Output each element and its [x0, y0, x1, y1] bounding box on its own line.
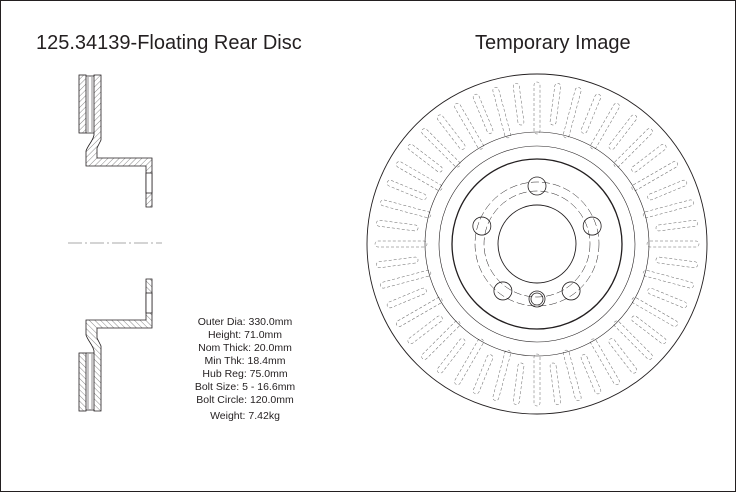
- section-upper-half: [78, 74, 153, 208]
- vane-slot: [421, 320, 461, 360]
- vane-slot: [533, 353, 541, 407]
- vane-slot: [562, 87, 582, 139]
- vane-slot: [472, 354, 494, 395]
- outer-edge: [366, 73, 708, 415]
- vane-slot: [396, 297, 443, 327]
- hat-section: [85, 74, 153, 208]
- vane-slot: [655, 256, 698, 269]
- friction-inner-ring: [424, 131, 650, 357]
- center-bore: [497, 204, 577, 284]
- vane-slot: [436, 338, 466, 374]
- vane-slot: [386, 287, 427, 309]
- spec-outer-dia: Outer Dia: 330.0mm: [197, 316, 293, 328]
- hat-ring: [438, 145, 636, 343]
- locating-pin-hole-inner: [530, 292, 544, 306]
- bolt-hole: [561, 281, 581, 301]
- vane-slot: [580, 354, 602, 395]
- vane-slot: [386, 179, 427, 201]
- vane-slot: [492, 87, 512, 139]
- vane-slot: [631, 315, 667, 345]
- vane-slot: [642, 199, 694, 219]
- vane-slot: [631, 161, 678, 191]
- vane-slot: [608, 338, 638, 374]
- vane-slot: [549, 83, 562, 126]
- vane-slot: [533, 81, 541, 135]
- vane-slot: [642, 269, 694, 289]
- image-title: Temporary Image: [475, 32, 631, 54]
- vane-slot: [380, 199, 432, 219]
- spec-height: Height: 71.0mm: [207, 329, 283, 341]
- vane-slot: [472, 93, 494, 134]
- vane-slot: [646, 240, 700, 248]
- vane-slot: [580, 93, 602, 134]
- vane-slot: [562, 349, 582, 401]
- locating-pin-hole-outer: [528, 290, 546, 308]
- vane-slot: [421, 128, 461, 168]
- vane-slot: [608, 114, 638, 150]
- vane-slot: [376, 219, 419, 232]
- sheet-border: [0, 0, 736, 492]
- spec-list: Outer Dia: 330.0mm Height: 71.0mm Nom Th…: [175, 316, 315, 423]
- bolt-hole: [527, 176, 547, 196]
- vane-slot: [647, 287, 688, 309]
- vane-slot: [512, 362, 525, 405]
- vane-slot: [549, 362, 562, 405]
- vane-slot: [590, 338, 620, 385]
- vane-slot: [590, 103, 620, 150]
- vane-slot: [454, 338, 484, 385]
- bolt-circle-inner: [483, 190, 591, 298]
- spec-bolt-size: Bolt Size: 5 - 16.6mm: [194, 381, 296, 393]
- vane-slot: [454, 103, 484, 150]
- vane-slot: [436, 114, 466, 150]
- vane-slot: [407, 315, 443, 345]
- vane-slot: [380, 269, 432, 289]
- vane-slot: [512, 83, 525, 126]
- bolt-hole: [582, 216, 602, 236]
- bolt-hole: [493, 281, 513, 301]
- spec-hub-reg: Hub Reg: 75.0mm: [202, 368, 288, 380]
- part-title: 125.34139-Floating Rear Disc: [36, 32, 302, 54]
- vane-slot: [396, 161, 443, 191]
- bolt-hole-cut: [145, 172, 153, 194]
- vane-slot: [655, 219, 698, 232]
- vane-slot: [407, 143, 443, 173]
- spec-bolt-circle: Bolt Circle: 120.0mm: [196, 394, 294, 406]
- cooling-vanes: [374, 81, 700, 407]
- vane-slot: [376, 256, 419, 269]
- vane-slot: [631, 143, 667, 173]
- vane-slot: [647, 179, 688, 201]
- spec-min-thk: Min Thk: 18.4mm: [204, 355, 286, 367]
- vane-slot: [613, 320, 653, 360]
- bolt-holes: [472, 176, 602, 301]
- vane-slot: [374, 240, 428, 248]
- vane-slot: [631, 297, 678, 327]
- vane-slot: [613, 128, 653, 168]
- spec-weight: Weight: 7.42kg: [210, 410, 280, 422]
- spec-nom-thick: Nom Thick: 20.0mm: [198, 342, 292, 354]
- outer-friction-plate: [78, 74, 87, 134]
- vane-slot: [492, 349, 512, 401]
- bolt-hole: [472, 216, 492, 236]
- hub-face-ring: [451, 158, 623, 330]
- bolt-circle-outer: [474, 181, 600, 307]
